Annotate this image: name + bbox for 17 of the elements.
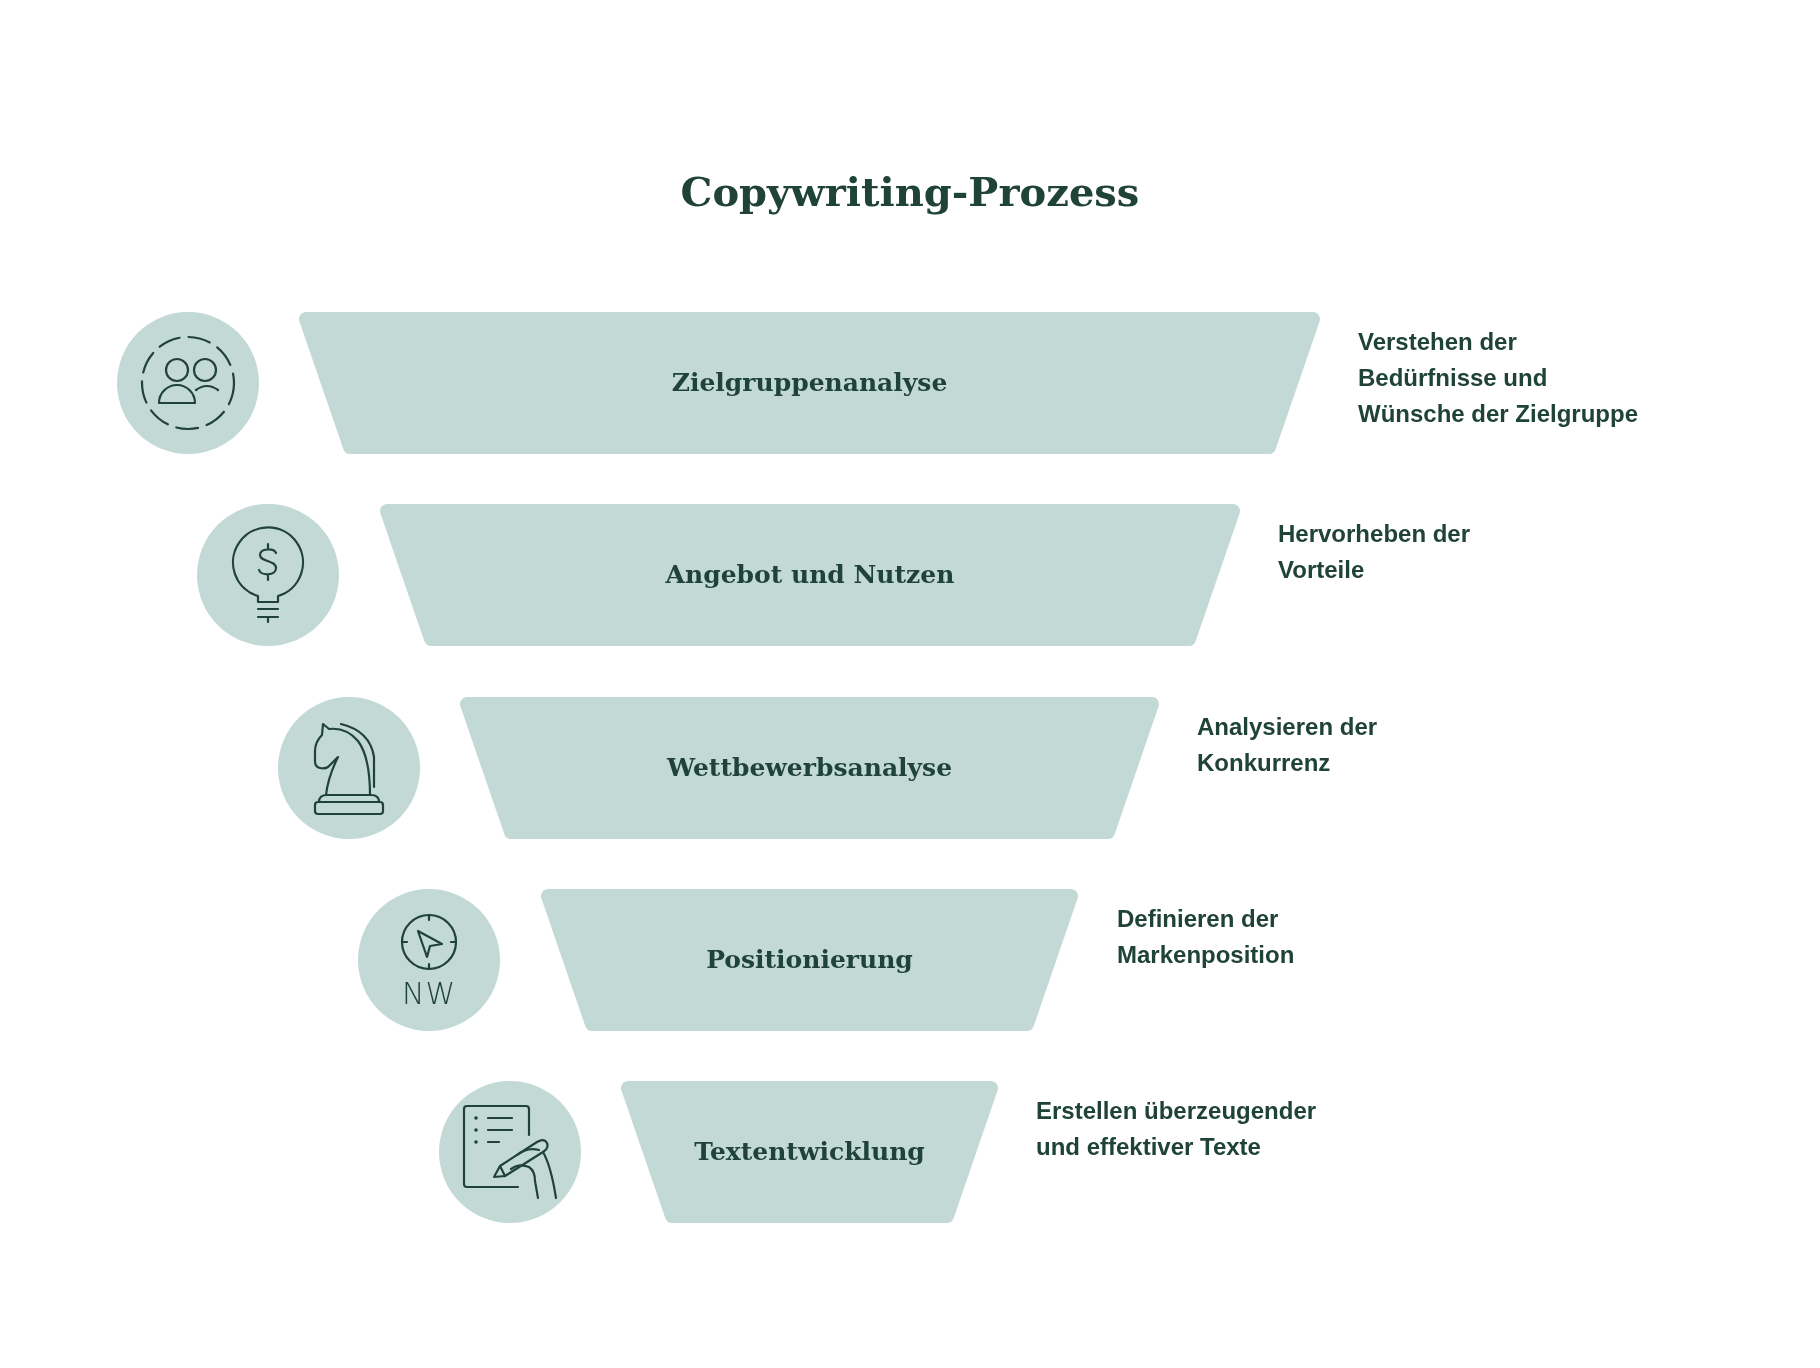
stage-description: Verstehen der Bedürfnisse und Wünsche der Zielgruppe [1358,327,1640,429]
funnel-stage [380,504,1240,646]
diagram-title: Copywriting-Prozess [680,168,1140,216]
funnel-stage [541,889,1078,1031]
direction-label: NW [401,978,457,1010]
funnel-stage [460,697,1159,839]
stage-label: Zielgruppenanalyse [671,367,948,399]
stage-description: Analysieren der Konkurrenz [1197,712,1379,778]
stage-label: Angebot und Nutzen [665,559,955,591]
stage-label: Wettbewerbsanalyse [666,752,953,784]
stage-description: Hervorheben der Vorteile [1278,519,1472,585]
funnel-stage [621,1081,998,1223]
stage-label: Positionierung [706,944,913,976]
funnel-stage [299,312,1320,454]
stage-label: Textentwicklung [694,1136,925,1168]
stage-description: Definieren der Markenposition [1117,904,1296,970]
stage-description: Erstellen überzeugender und effektiver Texte [1036,1096,1318,1162]
